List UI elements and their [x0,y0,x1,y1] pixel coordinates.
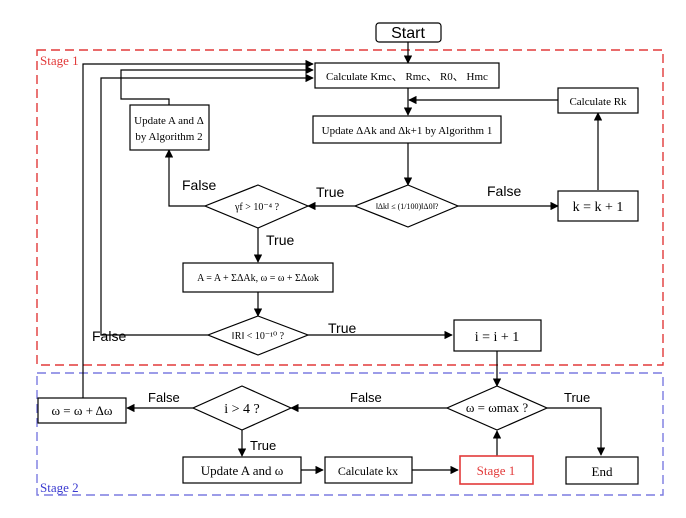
calculate-kx-node: Calculate kx [324,456,413,484]
svg-text:‖Δk‖ ≤ (1/100)‖Δ0‖?: ‖Δk‖ ≤ (1/100)‖Δ0‖? [376,202,439,211]
svg-text:i > 4 ?: i > 4 ? [224,402,260,417]
svg-text:ω = ωmax ?: ω = ωmax ? [466,400,529,415]
svg-text:Update A and ω: Update A and ω [201,463,284,478]
svg-text:by Algorithm 2: by Algorithm 2 [135,131,202,143]
calculate-rk-node: Calculate Rk [557,87,639,114]
svg-text:γf > 10⁻⁴ ?: γf > 10⁻⁴ ? [234,202,280,213]
svg-text:Start: Start [391,25,425,42]
edge-label-true: True [328,320,356,336]
edge-label-false: False [92,328,126,344]
start-node: Start [375,22,442,43]
stage1-label: Stage 1 [40,53,79,68]
increment-k-node: k = k + 1 [557,190,639,222]
svg-text:End: End [592,464,613,479]
omega-max-decision: ω = ωmax ? [445,385,549,431]
end-node: End [565,456,639,485]
tolerance-decision: ‖Δk‖ ≤ (1/100)‖Δ0‖? [353,184,460,228]
update-a-omega-sum-node: A = A + ΣΔAk, ω = ω + ΣΔωk [182,262,334,293]
svg-text:Stage 1: Stage 1 [477,463,516,478]
residual-decision: ‖R‖ < 10⁻¹⁰ ? [206,315,310,356]
edge-label-true: True [564,390,590,405]
update-delta-node: Update ΔAk and Δk+1 by Algorithm 1 [312,115,502,144]
svg-text:i = i + 1: i = i + 1 [475,330,520,345]
edge-label-true: True [316,184,344,200]
svg-text:Calculate kx: Calculate kx [338,464,398,478]
edge-label-true: True [250,438,276,453]
stage1-region [36,49,664,366]
update-a-delta-node: Update A and Δ by Algorithm 2 [129,104,210,151]
stage2-label: Stage 2 [40,480,79,495]
omega-step-node: ω = ω + Δω [37,397,127,424]
svg-text:A = A + ΣΔAk, ω = ω + ΣΔωk: A = A + ΣΔAk, ω = ω + ΣΔωk [197,273,319,284]
svg-text:‖R‖ < 10⁻¹⁰ ?: ‖R‖ < 10⁻¹⁰ ? [232,331,285,342]
edge-label-false: False [182,177,216,193]
update-a-omega-node: Update A and ω [182,456,302,484]
calculate-k-node: Calculate Kmc、 Rmc、 R0、 Hmc [314,62,500,89]
edge-label-false: False [148,390,180,405]
svg-text:ω = ω + Δω: ω = ω + Δω [52,403,113,418]
edge-label-false: False [487,183,521,199]
stage2-region [36,372,664,496]
edge-label-true: True [266,232,294,248]
svg-text:Update A and Δ: Update A and Δ [134,115,204,127]
increment-i-node: i = i + 1 [453,319,542,352]
edge-label-false: False [350,390,382,405]
svg-text:k = k + 1: k = k + 1 [573,200,624,215]
svg-text:Calculate Kmc、 Rmc、 R0、 Hmc: Calculate Kmc、 Rmc、 R0、 Hmc [326,71,488,83]
stage1-reference-node: Stage 1 [459,455,534,485]
svg-text:Calculate Rk: Calculate Rk [569,96,627,108]
gamma-decision: γf > 10⁻⁴ ? [203,184,310,229]
svg-text:Update ΔAk and Δk+1 by Algorit: Update ΔAk and Δk+1 by Algorithm 1 [322,125,493,137]
i-gt-4-decision: i > 4 ? [191,385,293,431]
